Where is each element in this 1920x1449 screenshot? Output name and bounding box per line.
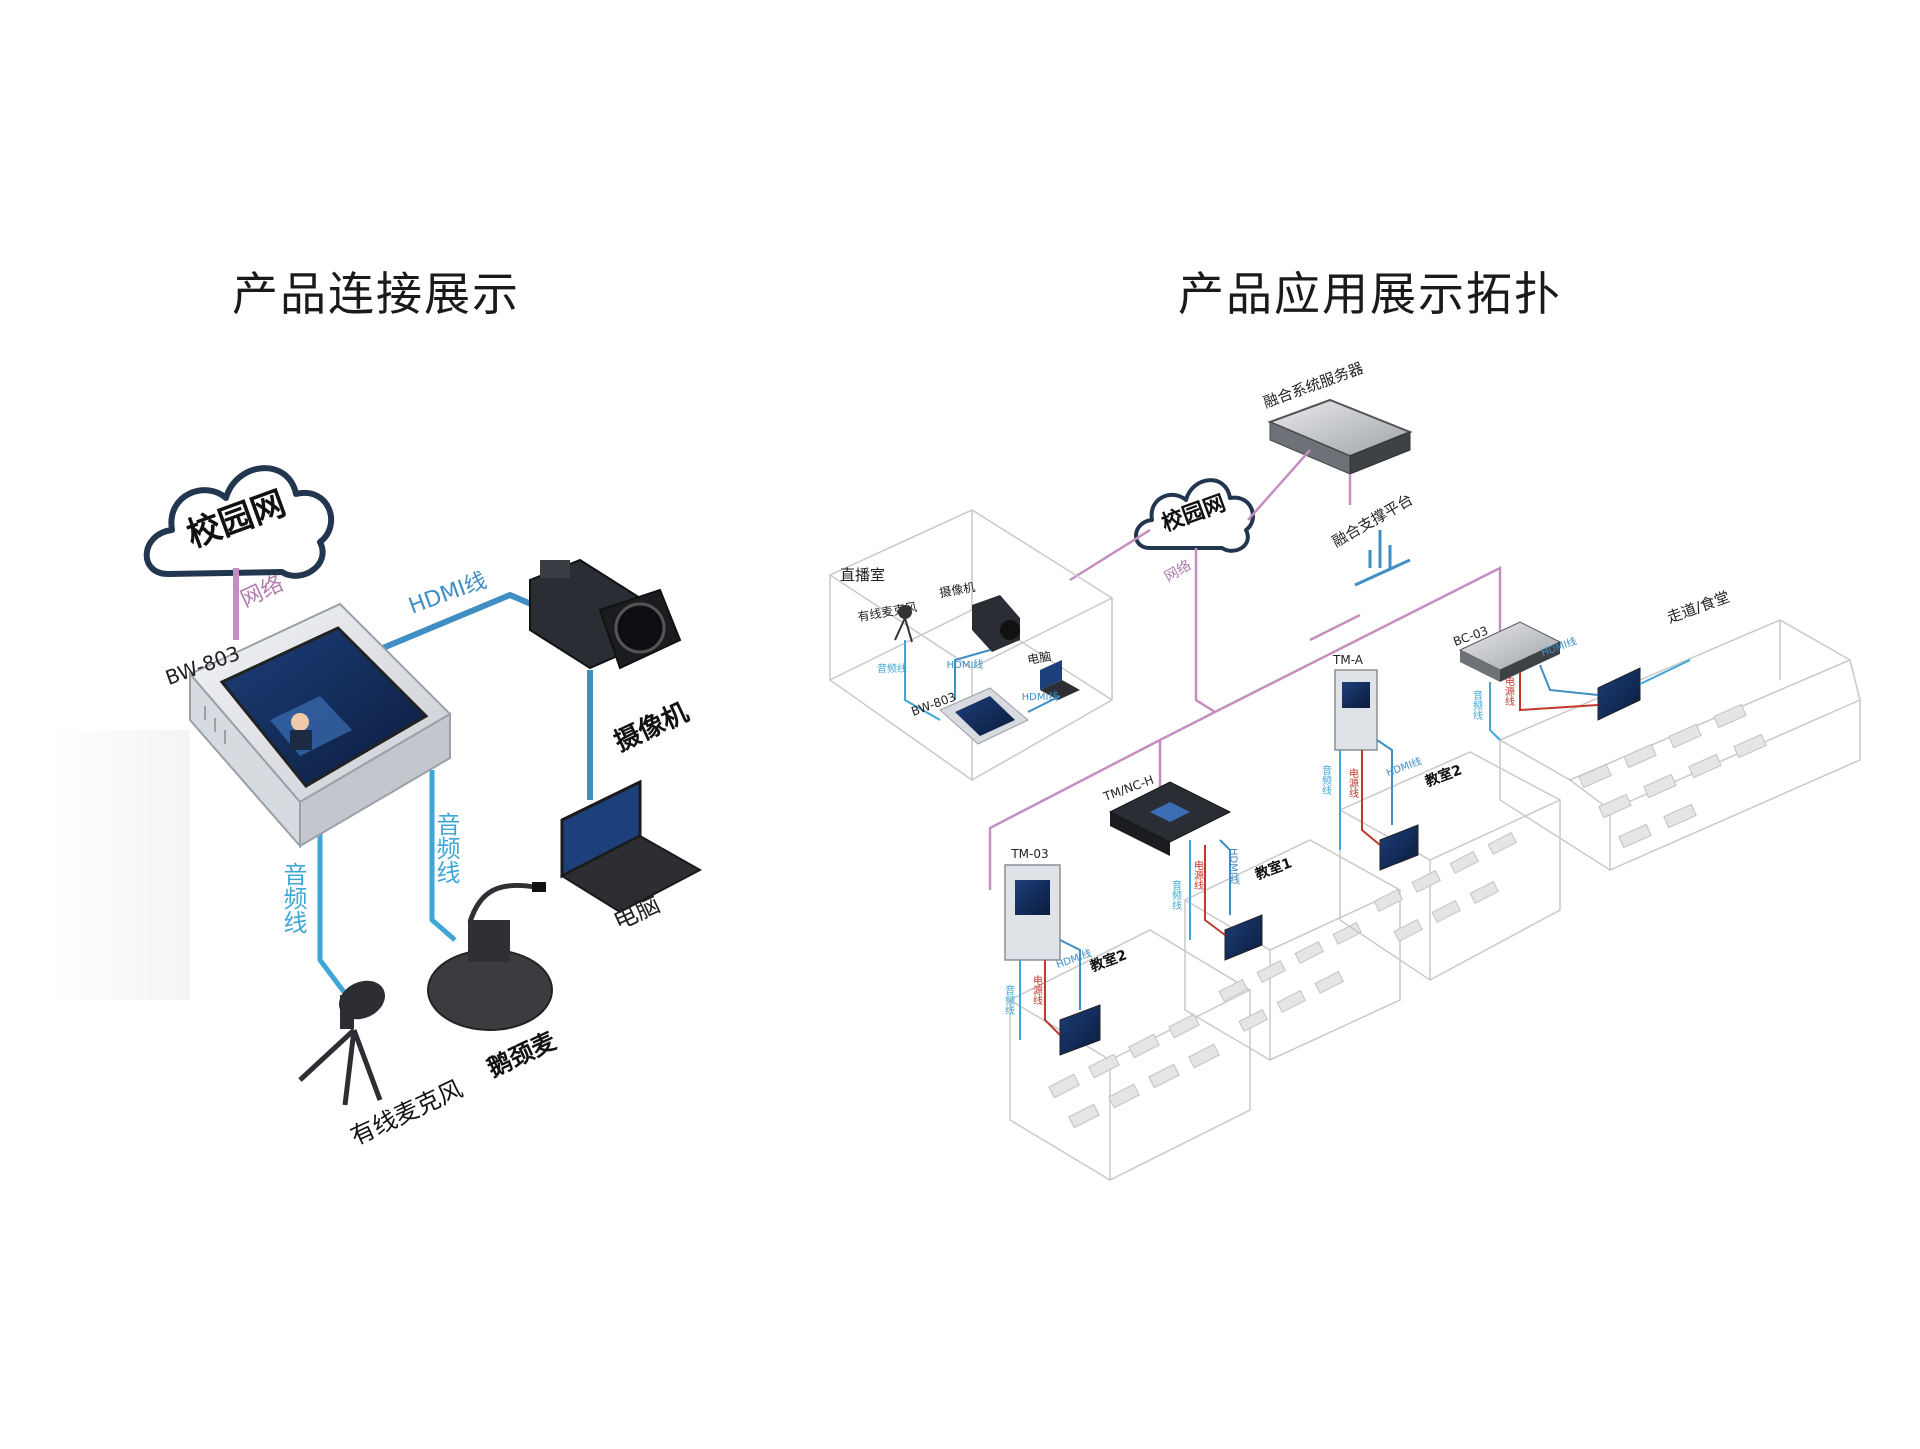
campus-cloud-icon — [143, 465, 335, 579]
bc03-screen-icon — [1597, 667, 1641, 721]
bc03-audio-label: 音频线 — [1471, 689, 1483, 720]
gooseneck-label: 鹅颈麦 — [483, 1026, 561, 1082]
studio-label: 直播室 — [840, 566, 885, 584]
studio-room — [828, 509, 1114, 782]
platform-signal-icon — [1354, 530, 1411, 587]
tm03-device-icon — [1004, 864, 1061, 961]
studio-mic-icon — [894, 605, 913, 643]
tmnch-classroom-desks — [1218, 921, 1362, 1032]
server-label: 融合系统服务器 — [1261, 359, 1366, 412]
audio-cable-left-label: 音频线 — [279, 862, 307, 934]
computer-icon — [559, 779, 703, 914]
tma-screen-icon — [1379, 824, 1419, 871]
bc03-area-label: 走道/食堂 — [1665, 588, 1732, 627]
tma-label: TM-A — [1332, 653, 1364, 667]
left-diagram: 校园网 网络 HDMI线 音频线 音频线 — [50, 465, 703, 1151]
right-network-label: 网络 — [1162, 558, 1194, 586]
bc03-cables — [1489, 659, 1691, 741]
bc03-area-room — [1498, 619, 1861, 872]
tmnch-hdmi-label: HDMI线 — [1228, 848, 1240, 885]
left-title: 产品连接展示 — [232, 267, 520, 321]
bc03-area-tables — [1578, 703, 1767, 849]
tmnch-classroom-label: 教室1 — [1253, 854, 1294, 883]
hdmi-cable — [376, 592, 547, 653]
tm03-screen-icon — [1059, 1004, 1101, 1056]
tmnch-cables — [1189, 839, 1231, 940]
studio-camera-label: 摄像机 — [938, 579, 976, 600]
right-diagram: 融合系统服务器 融合支撑平台 校园网 — [828, 359, 1861, 1182]
tmnch-screen-icon — [1224, 914, 1263, 961]
audio-cable-right — [429, 770, 457, 942]
vent-icon — [204, 706, 226, 744]
network-cable-label: 网络 — [237, 571, 287, 612]
tm03-classroom-desks — [1048, 1013, 1220, 1129]
tma-classroom-room — [1338, 751, 1562, 982]
studio-hdmi-a-label: HDMI线 — [947, 658, 984, 671]
tma-classroom-desks — [1373, 831, 1517, 942]
bc03-device-icon — [1458, 621, 1562, 682]
tma-audio-label: 音频线 — [1320, 764, 1332, 795]
studio-camera-icon — [972, 595, 1020, 652]
server-icon — [1267, 398, 1413, 475]
studio-computer-label: 电脑 — [1026, 649, 1052, 667]
bc03-power-label: 电源线 — [1503, 675, 1515, 706]
studio-audio-label: 音频线 — [877, 662, 907, 675]
gooseneck-mic-icon — [427, 882, 553, 1031]
bw803-device — [188, 602, 452, 849]
tmnch-classroom-room — [1183, 839, 1402, 1062]
tma-device-icon — [1334, 669, 1378, 751]
right-network-lines — [988, 449, 1502, 890]
tm03-power-label: 电源线 — [1031, 974, 1043, 1005]
device-shadow — [50, 730, 190, 1000]
tmnch-device-icon — [1108, 781, 1232, 856]
platform-label: 融合支撑平台 — [1329, 490, 1416, 551]
studio-hdmi-b-label: HDMI线 — [1022, 690, 1059, 703]
camera-label: 摄像机 — [610, 698, 693, 758]
studio-cables — [904, 640, 1061, 721]
audio-cable-right-label: 音频线 — [432, 812, 460, 884]
tma-classroom-label: 教室2 — [1423, 761, 1464, 790]
tm03-cables — [1019, 939, 1081, 1040]
camera-icon — [529, 558, 682, 670]
right-title: 产品应用展示拓扑 — [1178, 267, 1562, 321]
tmnch-power-label: 电源线 — [1192, 859, 1204, 890]
tma-power-label: 电源线 — [1347, 767, 1359, 798]
tmnch-audio-label: 音频线 — [1170, 879, 1182, 910]
tm03-label: TM-03 — [1010, 847, 1048, 861]
studio-computer-icon — [1040, 660, 1080, 700]
wired-mic-icon — [298, 980, 386, 1106]
audio-cable-left — [317, 798, 352, 1002]
tm03-audio-label: 音频线 — [1003, 984, 1015, 1015]
wired-mic-label: 有线麦克风 — [346, 1075, 467, 1151]
tma-cables — [1339, 739, 1393, 850]
studio-device-icon — [939, 687, 1029, 745]
right-campus-cloud-icon — [1134, 478, 1255, 553]
